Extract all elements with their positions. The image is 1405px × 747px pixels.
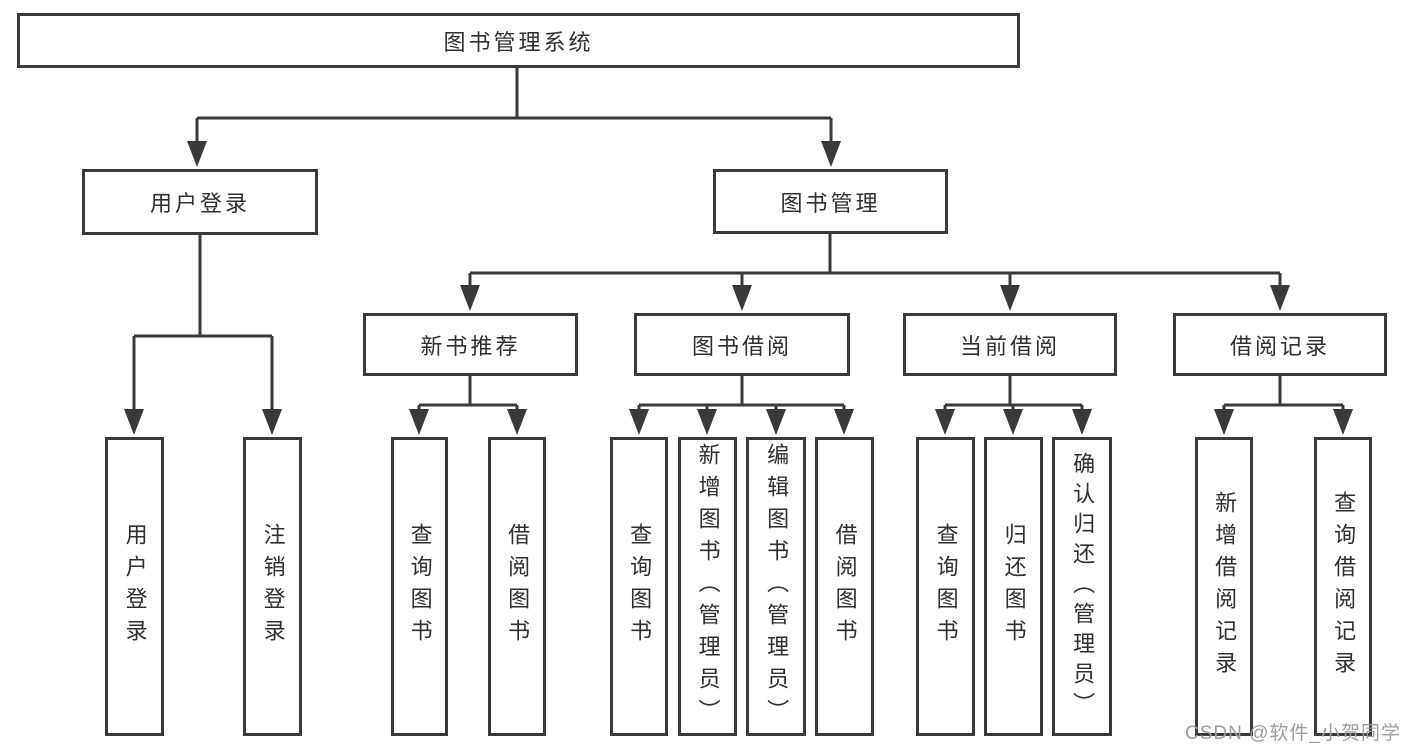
node-label: 借阅图书 (832, 522, 858, 651)
node-label: 确认归还（管理员） (1070, 451, 1096, 722)
leaf-rec-query-books: 查询图书 (391, 437, 448, 736)
csdn-watermark: CSDN @软件_小贺同学 (1185, 723, 1401, 744)
arrowhead-icon (124, 409, 144, 435)
leaf-rec-borrow-books: 借阅图书 (488, 437, 546, 736)
node-new-book-recommendation: 新书推荐 (363, 313, 578, 376)
arrowhead-icon (409, 409, 429, 435)
arrowhead-icon (1214, 409, 1234, 435)
node-label: 查询图书 (933, 522, 959, 651)
arrowhead-icon (1000, 285, 1020, 311)
arrowhead-icon (766, 409, 786, 435)
node-label: 借阅记录 (1229, 333, 1330, 359)
node-user-login: 用户登录 (82, 169, 318, 235)
arrowhead-icon (629, 409, 649, 435)
node-label: 查询图书 (627, 522, 653, 651)
node-label: 借阅图书 (505, 522, 531, 651)
node-current-borrowing: 当前借阅 (903, 313, 1117, 376)
leaf-br-add-record: 新增借阅记录 (1195, 437, 1253, 736)
node-label: 图书管理系统 (443, 29, 594, 55)
node-label: 当前借阅 (959, 333, 1060, 359)
node-label: 归还图书 (1001, 522, 1027, 651)
node-label: 新增图书（管理员） (695, 442, 721, 731)
node-label: 用户登录 (122, 522, 148, 651)
arrowhead-icon (697, 409, 717, 435)
node-library-management-system: 图书管理系统 (17, 13, 1020, 68)
node-label: 编辑图书（管理员） (764, 442, 790, 731)
node-book-borrowing: 图书借阅 (634, 313, 850, 376)
node-book-management: 图书管理 (713, 169, 948, 234)
leaf-user-login: 用户登录 (105, 437, 164, 736)
arrowhead-icon (834, 409, 854, 435)
arrowhead-icon (732, 285, 752, 311)
leaf-cb-return-books: 归还图书 (984, 437, 1043, 736)
leaf-bb-edit-books-admin: 编辑图书（管理员） (746, 437, 806, 736)
leaf-br-query-record: 查询借阅记录 (1314, 437, 1372, 736)
arrowhead-icon (187, 141, 207, 167)
arrowhead-icon (460, 285, 480, 311)
node-label: 新书推荐 (420, 333, 521, 359)
node-label: 新增借阅记录 (1212, 490, 1238, 683)
arrowhead-icon (1072, 409, 1092, 435)
node-label: 查询借阅记录 (1331, 490, 1357, 683)
arrowhead-icon (935, 409, 955, 435)
leaf-cb-confirm-return-admin: 确认归还（管理员） (1052, 437, 1112, 736)
arrowhead-icon (1003, 409, 1023, 435)
leaf-bb-query-books: 查询图书 (610, 437, 668, 736)
leaf-logout: 注销登录 (243, 437, 302, 736)
node-label: 查询图书 (407, 522, 433, 651)
arrowhead-icon (507, 409, 527, 435)
leaf-bb-add-books-admin: 新增图书（管理员） (678, 437, 737, 736)
node-label: 图书借阅 (691, 333, 792, 359)
arrowhead-icon (262, 409, 282, 435)
node-label: 图书管理 (780, 190, 881, 216)
leaf-bb-borrow-books: 借阅图书 (815, 437, 874, 736)
arrowhead-icon (1270, 285, 1290, 311)
node-borrowing-records: 借阅记录 (1173, 313, 1387, 376)
arrowhead-icon (821, 141, 841, 167)
arrowhead-icon (1333, 409, 1353, 435)
node-label: 用户登录 (149, 191, 250, 216)
node-label: 注销登录 (260, 522, 286, 651)
leaf-cb-query-books: 查询图书 (916, 437, 975, 736)
